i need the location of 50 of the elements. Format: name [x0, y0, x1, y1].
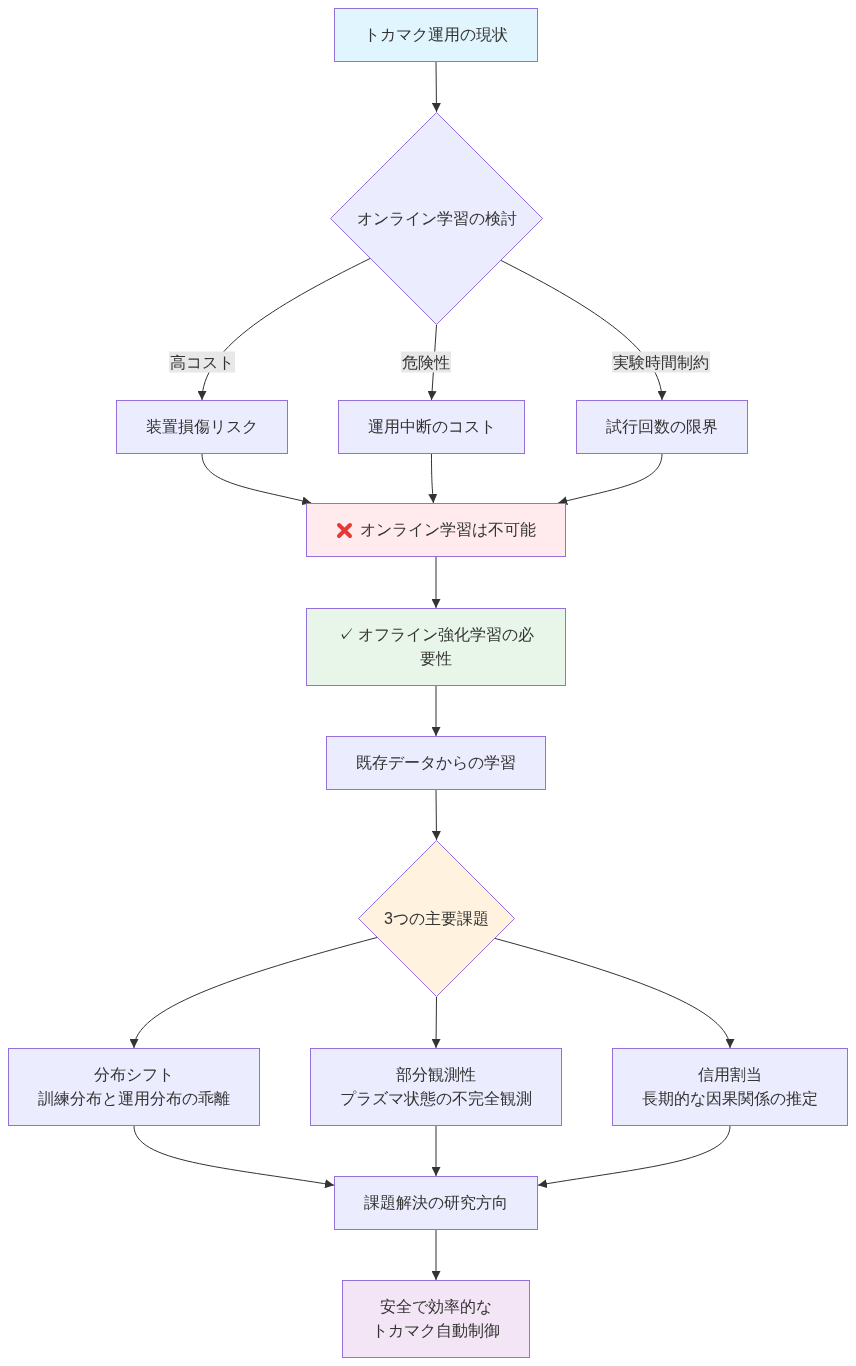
step-label: 課題解決の研究方向	[364, 1193, 508, 1213]
step-label: 分布シフト	[94, 1065, 174, 1085]
flow-arrow	[537, 1125, 731, 1189]
step-label: トカマク運用の現状	[364, 25, 508, 45]
step-label: 運用中断のコスト	[367, 417, 496, 437]
start-box	[334, 8, 538, 62]
edge-label: 危険性	[401, 351, 451, 373]
process-box	[8, 1048, 260, 1126]
step-label: 安全で効率的なトカマク自動制御	[371, 1297, 501, 1341]
flow-arrow	[198, 258, 371, 401]
process-box	[612, 1048, 848, 1126]
process-box	[334, 1176, 538, 1230]
flow-arrow	[494, 937, 733, 1049]
flow-arrow	[428, 453, 438, 504]
process-box	[116, 400, 288, 454]
process-box	[576, 400, 748, 454]
step-description: 長期的な因果関係の推定	[642, 1089, 818, 1109]
process-box	[326, 736, 546, 790]
process-box	[310, 1048, 562, 1126]
decision-diamond	[358, 840, 515, 997]
flow-arrow	[557, 453, 663, 506]
flow-arrow	[431, 996, 441, 1049]
flow-arrow	[431, 685, 441, 737]
flow-arrow	[133, 1125, 335, 1189]
flow-arrow	[431, 789, 441, 841]
flow-arrow	[131, 937, 378, 1049]
flow-arrow	[431, 556, 441, 609]
flow-arrow	[201, 453, 312, 506]
step-label: 装置損傷リスク	[146, 417, 258, 437]
result-box	[306, 608, 566, 686]
step-label: オンライン学習は不可能	[360, 520, 536, 540]
step-label: 部分観測性	[396, 1065, 476, 1085]
step-description: プラズマ状態の不完全観測	[340, 1089, 532, 1109]
flow-arrow	[431, 61, 441, 113]
step-label: オンライン学習の検討	[356, 208, 517, 229]
goal-box	[342, 1280, 530, 1358]
step-label: 信用割当	[698, 1065, 762, 1085]
step-label: ✓ オフライン強化学習の必要性	[336, 625, 536, 669]
step-label: 既存データからの学習	[356, 753, 516, 773]
edge-label: 実験時間制約	[612, 351, 710, 373]
flow-arrow	[431, 1229, 441, 1281]
result-box	[306, 503, 566, 557]
flow-arrow	[500, 259, 666, 401]
step-label: 3つの主要課題	[384, 908, 489, 929]
step-description: 訓練分布と運用分布の乖離	[38, 1089, 230, 1109]
flow-arrow	[431, 1125, 441, 1177]
step-label: 試行回数の限界	[606, 417, 718, 437]
process-box	[338, 400, 525, 454]
decision-diamond	[330, 112, 543, 325]
edge-label: 高コスト	[169, 351, 235, 373]
